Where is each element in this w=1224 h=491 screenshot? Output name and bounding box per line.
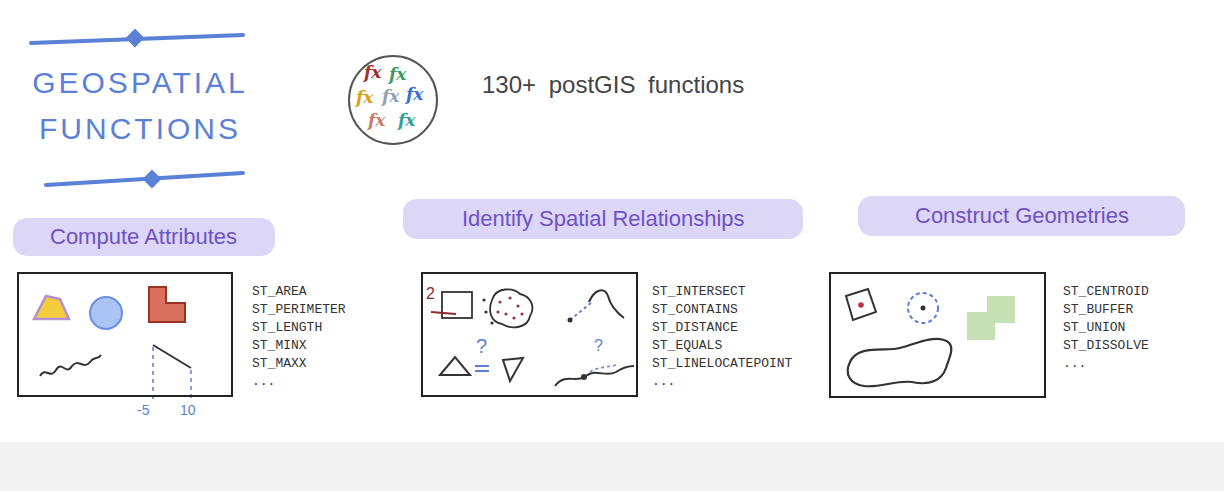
- dissolve-outline: [848, 339, 952, 386]
- function-name: ST_INTERSECT: [652, 283, 746, 301]
- equals-bar: [475, 370, 489, 372]
- section-heading: Construct Geometries: [915, 196, 1129, 236]
- circle-shape: [90, 297, 122, 329]
- fx-glyph: fx: [356, 89, 373, 106]
- cross-line: [431, 312, 456, 314]
- fx-glyph: fx: [406, 86, 423, 103]
- triangle-outline: [440, 357, 470, 375]
- example-box: 2??: [421, 272, 638, 397]
- sketch-note: ?: [594, 338, 603, 354]
- triangle-outline: [503, 358, 523, 381]
- fx-glyph: fx: [382, 88, 399, 105]
- polygon-shape: [846, 289, 876, 320]
- function-name: ST_LENGTH: [252, 319, 322, 337]
- section-heading: Identify Spatial Relationships: [462, 199, 745, 239]
- sketch-note: ?: [476, 336, 487, 356]
- blob-shape: [490, 289, 532, 327]
- section-band: Construct Geometries: [858, 196, 1185, 236]
- rule-diamond: [144, 171, 160, 187]
- function-name: ST_DISTANCE: [652, 319, 738, 337]
- function-name: ST_MINX: [252, 337, 307, 355]
- union-square: [987, 296, 1015, 323]
- centroid-dot: [858, 302, 864, 308]
- rule-diamond: [127, 30, 143, 46]
- dimension-line: [152, 347, 154, 400]
- function-name: ...: [252, 373, 275, 391]
- equals-bar: [475, 365, 489, 367]
- segment-line: [153, 345, 191, 368]
- function-name: ST_PERIMETER: [252, 301, 346, 319]
- function-name: ST_DISSOLVE: [1063, 337, 1149, 355]
- function-name: ST_CENTROID: [1063, 283, 1149, 301]
- wave-line: [555, 366, 634, 386]
- construct-sketches: [846, 289, 1015, 386]
- function-name: ST_UNION: [1063, 319, 1125, 337]
- function-name: ST_EQUALS: [652, 337, 722, 355]
- dotted-curve: [590, 364, 618, 372]
- sketch-note: 10: [180, 403, 196, 417]
- section-band: Identify Spatial Relationships: [403, 199, 803, 239]
- outside-dots: [482, 298, 493, 324]
- curve-line: [589, 290, 624, 318]
- function-name: ST_CONTAINS: [652, 301, 738, 319]
- triangle-shape: [34, 296, 69, 319]
- fx-glyph: fx: [389, 66, 406, 83]
- attribute-sketches: [34, 287, 191, 400]
- buffer-circle: [908, 293, 938, 323]
- function-name: ST_BUFFER: [1063, 301, 1133, 319]
- diagram-title: GEOSPATIAL FUNCTIONS: [22, 60, 258, 152]
- squiggle-line: [40, 355, 101, 376]
- circle-outline: [349, 56, 437, 144]
- sketch-note: 2: [426, 286, 435, 302]
- locate-point: [581, 374, 587, 380]
- function-name: ...: [1063, 355, 1086, 373]
- function-name: ST_LINELOCATEPOINT: [652, 355, 792, 373]
- fx-glyph: fx: [364, 64, 381, 81]
- function-icon: fxfxfxfxfxfxfx: [347, 54, 439, 146]
- dotted-line: [570, 302, 592, 320]
- example-box: -510: [17, 272, 233, 397]
- fx-glyph: fx: [368, 112, 385, 129]
- section-band: Compute Attributes: [13, 218, 275, 256]
- sketch-note: -5: [137, 403, 149, 417]
- end-dot: [568, 318, 573, 323]
- relationship-sketches: [431, 289, 634, 386]
- subtitle-note: 130+ postGIS functions: [482, 70, 744, 100]
- buffer-center: [921, 306, 926, 311]
- lshape-shape: [149, 287, 185, 322]
- fx-glyph: fx: [398, 112, 415, 129]
- function-name: ...: [652, 373, 675, 391]
- section-heading: Compute Attributes: [50, 218, 237, 256]
- title-rule: [31, 30, 243, 187]
- bottom-strip: [0, 442, 1224, 491]
- function-name: ST_MAXX: [252, 355, 307, 373]
- point-dots: [496, 296, 523, 319]
- example-box: [830, 273, 1045, 397]
- function-name: ST_AREA: [252, 283, 307, 301]
